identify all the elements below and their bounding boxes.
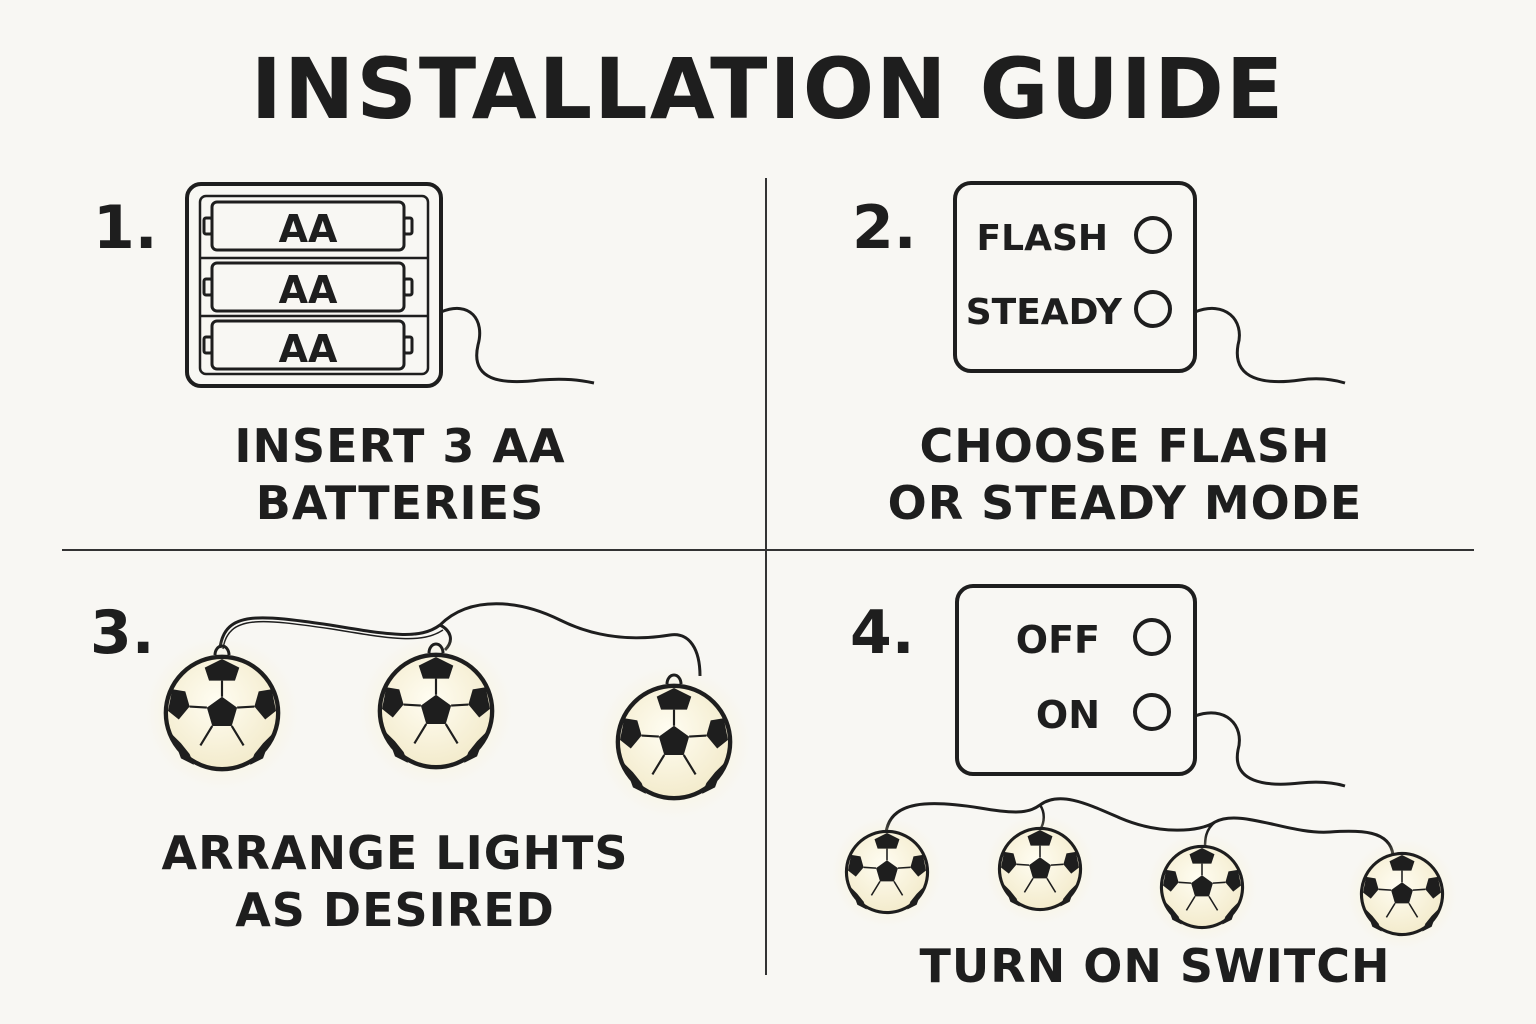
step-4-number: 4. bbox=[850, 598, 915, 668]
step-1-caption-line2: BATTERIES bbox=[255, 476, 545, 530]
step-3-caption: ARRANGE LIGHTS AS DESIRED bbox=[120, 825, 670, 939]
step-1-caption: INSERT 3 AA BATTERIES bbox=[150, 418, 650, 532]
mode-steady-radio[interactable] bbox=[1134, 290, 1172, 328]
step-2-caption: CHOOSE FLASH OR STEADY MODE bbox=[860, 418, 1390, 532]
page-title: INSTALLATION GUIDE bbox=[250, 40, 1286, 138]
soccer-ball-light-icon bbox=[360, 635, 512, 787]
battery-box-icon bbox=[185, 182, 595, 388]
battery-3-label: AA bbox=[279, 327, 338, 371]
step-1-caption-line1: INSERT 3 AA bbox=[234, 419, 566, 473]
switch-off-label: OFF bbox=[1016, 618, 1100, 662]
soccer-ball-light-icon bbox=[1345, 837, 1459, 951]
mode-flash-radio[interactable] bbox=[1134, 216, 1172, 254]
step-3-caption-line2: AS DESIRED bbox=[235, 883, 555, 937]
step-2-number: 2. bbox=[852, 193, 917, 263]
mode-flash-label: FLASH bbox=[977, 218, 1108, 259]
vertical-divider bbox=[765, 178, 767, 975]
soccer-ball-light-icon bbox=[830, 815, 944, 929]
soccer-ball-light-icon bbox=[983, 812, 1097, 926]
mode-steady-label: STEADY bbox=[966, 292, 1123, 333]
light-string-4 bbox=[884, 797, 1395, 856]
battery-1-label: AA bbox=[279, 207, 338, 251]
soccer-ball-light-icon bbox=[598, 666, 750, 818]
switch-on-label: ON bbox=[1036, 693, 1100, 737]
switch-on-radio[interactable] bbox=[1133, 693, 1171, 731]
step-4-caption: TURN ON SWITCH bbox=[900, 938, 1410, 995]
battery-2-label: AA bbox=[279, 268, 338, 312]
switch-off-radio[interactable] bbox=[1133, 618, 1171, 656]
horizontal-divider bbox=[62, 549, 1474, 551]
power-switch-box-icon bbox=[955, 584, 1346, 788]
step-2-caption-line1: CHOOSE FLASH bbox=[919, 419, 1331, 473]
mode-switch-box-icon bbox=[953, 181, 1346, 385]
step-3-caption-line1: ARRANGE LIGHTS bbox=[161, 826, 629, 880]
step-4-caption-line1: TURN ON SWITCH bbox=[919, 939, 1391, 993]
step-2-caption-line2: OR STEADY MODE bbox=[887, 476, 1363, 530]
soccer-ball-light-icon bbox=[1145, 830, 1259, 944]
step-1-number: 1. bbox=[93, 193, 158, 263]
soccer-ball-light-icon bbox=[146, 637, 298, 789]
step-3-number: 3. bbox=[90, 598, 155, 668]
